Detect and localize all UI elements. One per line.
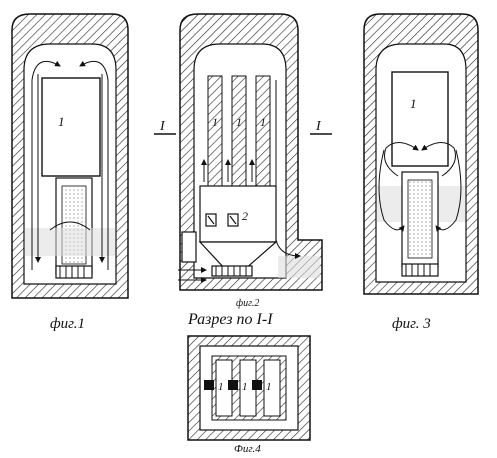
- fig2-label-1b: 1: [236, 115, 242, 129]
- fig4-marker-c: [252, 380, 262, 390]
- fig2-item-1a: [207, 75, 223, 187]
- fig1-caption: фиг.1: [50, 316, 85, 332]
- fig3-item-1: [391, 71, 449, 167]
- fig2-label-1a: 1: [212, 115, 218, 129]
- fig2-label-1c: 1: [260, 115, 266, 129]
- fig2-item-1c: [255, 75, 271, 187]
- section-title: Разрез по I-I: [187, 311, 273, 328]
- fig4-label-1c: 1: [266, 381, 272, 393]
- figure-4: 1 1 1 Фиг.4: [187, 335, 311, 455]
- fig3-label-1: 1: [410, 96, 417, 111]
- fig2-flow-arrows: [178, 80, 301, 283]
- fig4-label-1a: 1: [218, 381, 224, 393]
- fig1-base: [55, 265, 93, 279]
- fig2-section-left: I: [159, 119, 166, 134]
- fig2-label-2: 2: [242, 209, 248, 223]
- fig2-outlet-fill: [278, 256, 320, 278]
- fig3-flow-loops: [378, 142, 462, 232]
- fig3-caption: фиг. 3: [392, 316, 431, 332]
- fig4-marker-a: [204, 380, 214, 390]
- fig1-item-1: [41, 77, 101, 177]
- figure-1: 1 фиг.1: [11, 13, 129, 332]
- fig4-label-1b: 1: [242, 381, 248, 393]
- fig3-support-core: [407, 179, 433, 259]
- figure-3: 1 фиг. 3: [363, 13, 479, 332]
- fig3-base: [401, 263, 439, 277]
- fig4-caption: Фиг.4: [234, 443, 261, 455]
- fig2-grate: [211, 265, 253, 277]
- fig1-fill-zone: [25, 228, 115, 256]
- fig2-item-1b: [231, 75, 247, 187]
- figure-2: 1 1 1 2 I I фиг.2 Разрез по I-I: [154, 13, 332, 328]
- fig2-caption: фиг.2: [236, 298, 259, 309]
- fig2-section-right: I: [315, 119, 322, 134]
- fig4-cell-c: [263, 359, 281, 417]
- fig4-marker-b: [228, 380, 238, 390]
- fig1-flow-arrows: [31, 60, 109, 270]
- fig1-label-1: 1: [58, 114, 65, 129]
- fig2-side-box: [181, 231, 197, 263]
